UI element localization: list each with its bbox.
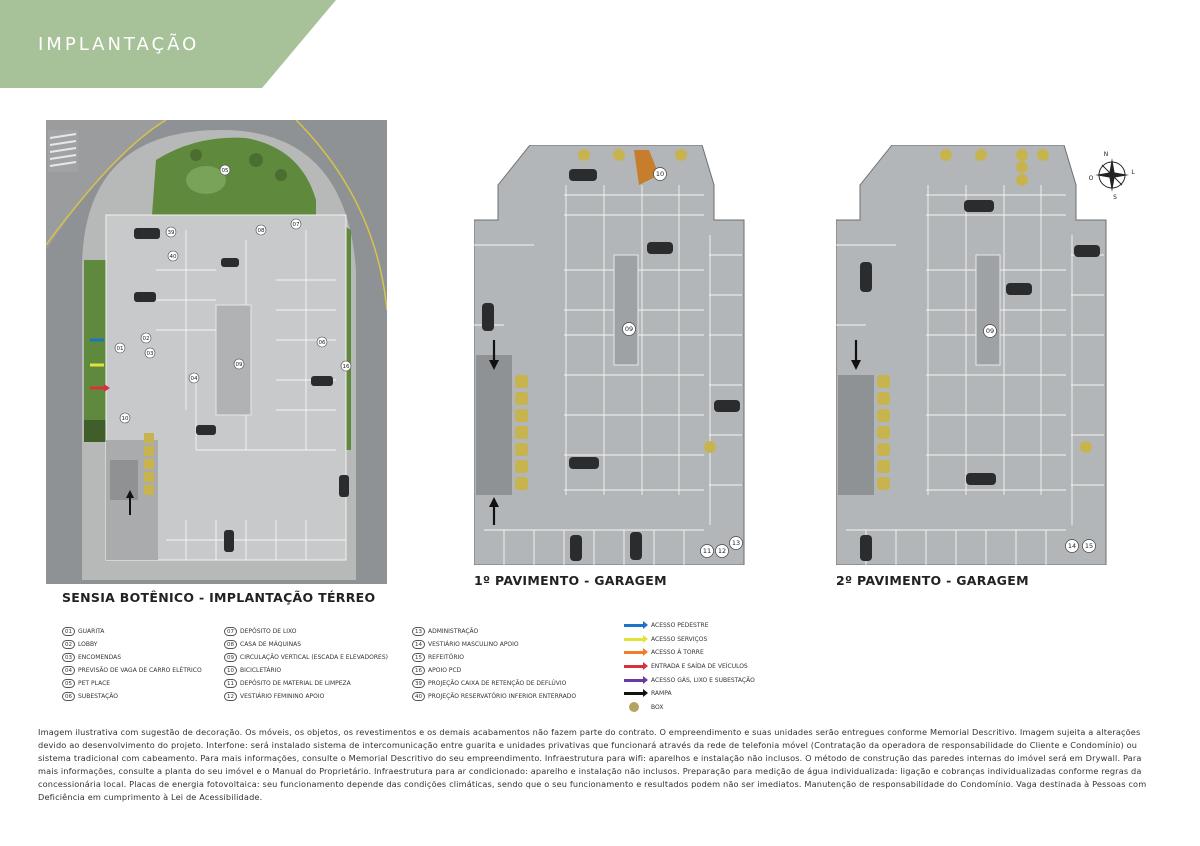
floor2-plan: 09 14 15 (836, 145, 1108, 565)
floor2-label-15: 15 (1085, 542, 1093, 550)
floor1-label-13: 13 (732, 539, 740, 547)
ground-label-10: 10 (122, 416, 129, 422)
ground-label-02: 02 (143, 336, 150, 342)
arrow-icon (624, 675, 648, 684)
ground-label-09: 09 (236, 362, 243, 368)
ground-label-08: 08 (258, 228, 265, 234)
legend-box: BOX (624, 701, 755, 715)
legend-arrow-pedestrian: ACESSO PEDESTRE (624, 619, 755, 633)
page-title: IMPLANTAÇÃO (38, 34, 200, 55)
compass-east: L (1131, 169, 1135, 176)
ground-label-06: 06 (319, 340, 326, 346)
floor1-label-09: 09 (625, 325, 633, 333)
ground-label-40: 40 (170, 254, 177, 260)
arrow-icon (624, 634, 648, 643)
floor1-caption: 1º PAVIMENTO - GARAGEM (474, 573, 667, 588)
box-dot-icon (629, 702, 639, 713)
arrow-icon (624, 662, 648, 671)
ground-floor-caption: SENSIA BOTÊNICO - IMPLANTAÇÃO TÉRREO (62, 590, 376, 605)
legend-arrow-gas: ACESSO GÁS, LIXO E SUBESTAÇÃO (624, 673, 755, 687)
legend-arrow-services: ACESSO SERVIÇOS (624, 633, 755, 647)
floor1-label-10: 10 (656, 170, 664, 178)
ground-floor-plan: 05 39 40 08 07 02 01 03 09 06 16 10 04 (46, 120, 387, 584)
ground-label-16: 16 (343, 364, 350, 370)
legend-arrow-ramp: RAMPA (624, 687, 755, 701)
ground-label-04: 04 (191, 376, 198, 382)
arrow-icon (624, 648, 648, 657)
ground-label-03: 03 (147, 351, 154, 357)
compass-west: O (1089, 175, 1094, 182)
ground-label-01: 01 (117, 346, 124, 352)
disclaimer-text: Imagem ilustrativa com sugestão de decor… (38, 727, 1147, 803)
floor2-label-14: 14 (1068, 542, 1076, 550)
compass: N S L O (1088, 148, 1138, 200)
floor2-caption: 2º PAVIMENTO - GARAGEM (836, 573, 1029, 588)
floor1-label-11: 11 (703, 547, 711, 555)
floor1-label-12: 12 (718, 547, 726, 555)
floor1-plan: 10 09 11 12 13 (474, 145, 746, 565)
floor2-label-09: 09 (986, 327, 994, 335)
ground-label-39: 39 (168, 230, 175, 236)
arrow-icon (624, 689, 648, 698)
compass-south: S (1113, 194, 1117, 200)
ground-label-07: 07 (293, 222, 300, 228)
compass-north: N (1104, 151, 1109, 158)
ground-label-05: 05 (222, 168, 229, 174)
legend-access-arrows: ACESSO PEDESTRE ACESSO SERVIÇOS ACESSO À… (624, 619, 755, 714)
arrow-icon (624, 621, 648, 630)
legend-arrow-vehicles: ENTRADA E SAÍDA DE VEÍCULOS (624, 660, 755, 674)
legend-arrow-tower: ACESSO À TORRE (624, 646, 755, 660)
